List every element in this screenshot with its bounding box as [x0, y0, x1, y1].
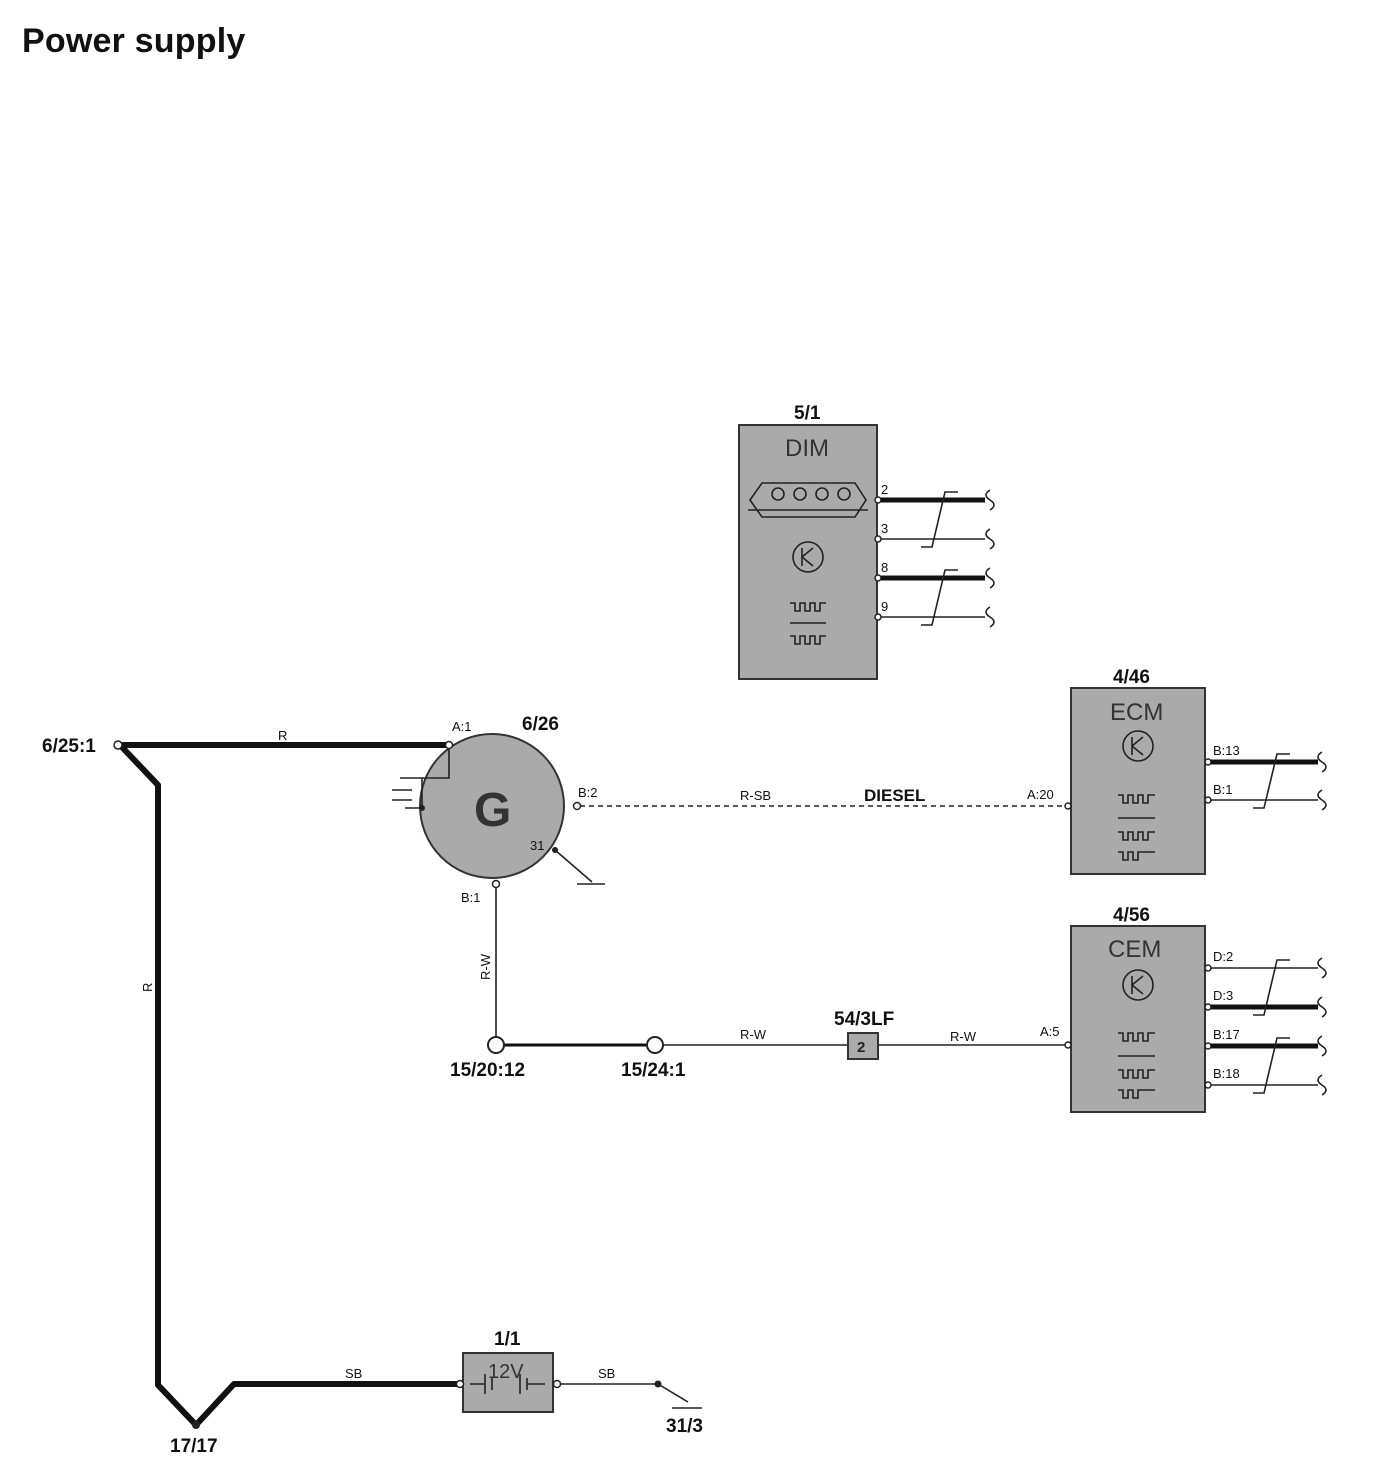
generator-pin-31: 31 [530, 838, 544, 853]
cem-pin-a5-dot [1064, 1041, 1072, 1049]
dim-can-wires [874, 489, 995, 628]
generator-pin-a1: A:1 [452, 719, 472, 734]
dim-pin-3: 3 [881, 521, 888, 536]
connector-17-17 [192, 1421, 200, 1429]
generator-pin-a1-dot [444, 740, 454, 750]
cem-can-wires [1204, 957, 1327, 1096]
wire-r-top-label: R [278, 728, 287, 743]
ground-point [654, 1380, 662, 1388]
wire-diesel-label: DIESEL [864, 786, 925, 805]
ecm-name: ECM [1110, 699, 1163, 726]
connector-6-25-label: 6/25:1 [42, 736, 96, 757]
dim-id: 5/1 [794, 403, 821, 424]
connector-15-24 [646, 1036, 664, 1054]
connector-31-3-label: 31/3 [666, 1416, 703, 1437]
wire-r-main [117, 742, 460, 1428]
battery [462, 1352, 554, 1413]
wire-sb-ground [560, 1383, 702, 1409]
dim-bus-symbol [790, 602, 826, 645]
dim-k-symbol [801, 547, 814, 567]
wire-rw-right-label: R-W [950, 1029, 977, 1044]
generator-ground-point [552, 847, 558, 853]
cem-pin-d3: D:3 [1213, 988, 1233, 1003]
dim-gauge-icon [771, 487, 785, 501]
battery-pin-pos [552, 1379, 562, 1389]
ecm-k-symbol [1131, 736, 1144, 756]
generator-symbol: G [474, 784, 511, 837]
dim-gauge-icon [815, 487, 829, 501]
ecm-pin-a20: A:20 [1027, 787, 1054, 802]
generator-pin-b2: B:2 [578, 785, 598, 800]
connector-6-25 [113, 740, 123, 750]
cem-bus-symbol [1118, 1032, 1155, 1099]
dim-pin-8: 8 [881, 560, 888, 575]
cem-k-symbol [1131, 975, 1144, 995]
ecm-can-wires [1204, 751, 1327, 811]
generator-pin-b1: B:1 [461, 890, 481, 905]
cem-pin-b17: B:17 [1213, 1027, 1240, 1042]
generator-internal-node [419, 805, 425, 811]
ecm-bus-symbol [1118, 794, 1155, 861]
ecm-id: 4/46 [1113, 667, 1150, 688]
battery-pin-neg [455, 1379, 465, 1389]
page-title: Power supply [22, 22, 246, 60]
cem-name: CEM [1108, 936, 1161, 963]
connector-17-17-label: 17/17 [170, 1436, 218, 1457]
wire-rw-vertical-label: R-W [478, 953, 493, 980]
ecm-module [1070, 687, 1206, 875]
fuse [847, 1032, 879, 1060]
battery-id: 1/1 [494, 1329, 521, 1350]
dim-can-transceiver-icon [792, 541, 824, 573]
cem-id: 4/56 [1113, 905, 1150, 926]
fuse-number: 2 [857, 1039, 865, 1056]
ecm-pin-a20-dot [1064, 802, 1072, 810]
connector-15-24-label: 15/24:1 [621, 1060, 686, 1081]
dim-pin-2: 2 [881, 482, 888, 497]
generator-pin-b1-dot [491, 879, 501, 889]
ecm-can-transceiver-icon [1122, 730, 1154, 762]
ecm-pin-b1: B:1 [1213, 782, 1233, 797]
cem-pin-a5: A:5 [1040, 1024, 1060, 1039]
dim-name: DIM [785, 435, 829, 462]
battery-cell-symbol [470, 1374, 545, 1394]
dim-display-icon [748, 482, 868, 518]
cem-pin-b18: B:18 [1213, 1066, 1240, 1081]
generator-id: 6/26 [522, 714, 559, 735]
ecm-pin-b13: B:13 [1213, 743, 1240, 758]
wire-rsb-label: R-SB [740, 788, 771, 803]
cem-pin-d2: D:2 [1213, 949, 1233, 964]
fuse-id: 54/3LF [834, 1009, 894, 1030]
generator-ground-wire [554, 849, 605, 885]
connector-15-20-label: 15/20:12 [450, 1060, 525, 1081]
wire-r-left-label: R [140, 983, 155, 992]
wire-rw-mid-label: R-W [740, 1027, 767, 1042]
connector-15-20 [487, 1036, 505, 1054]
generator-regulator-symbol [392, 748, 450, 809]
wire-sb-right-label: SB [598, 1366, 615, 1381]
dim-pin-9: 9 [881, 599, 888, 614]
dim-gauge-icon [837, 487, 851, 501]
wire-sb-left-label: SB [345, 1366, 362, 1381]
cem-can-transceiver-icon [1122, 969, 1154, 1001]
cem-module [1070, 925, 1206, 1113]
generator-pin-b2-dot [572, 801, 582, 811]
dim-gauge-icon [793, 487, 807, 501]
battery-voltage: 12V [488, 1361, 524, 1383]
